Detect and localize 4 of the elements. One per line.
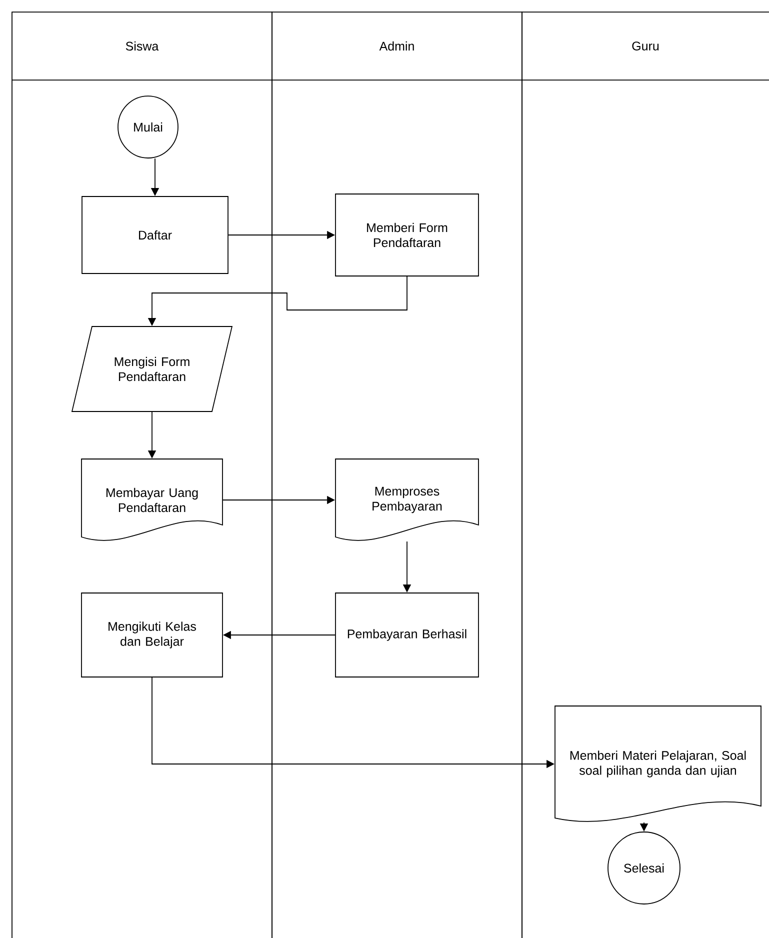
process-box: Daftar — [82, 196, 228, 274]
process-box: Mengikuti Kelas dan Belajar — [81, 592, 223, 678]
process-box: Pembayaran Berhasil — [335, 592, 479, 678]
process-box: Memberi Form Pendaftaran — [335, 194, 479, 276]
